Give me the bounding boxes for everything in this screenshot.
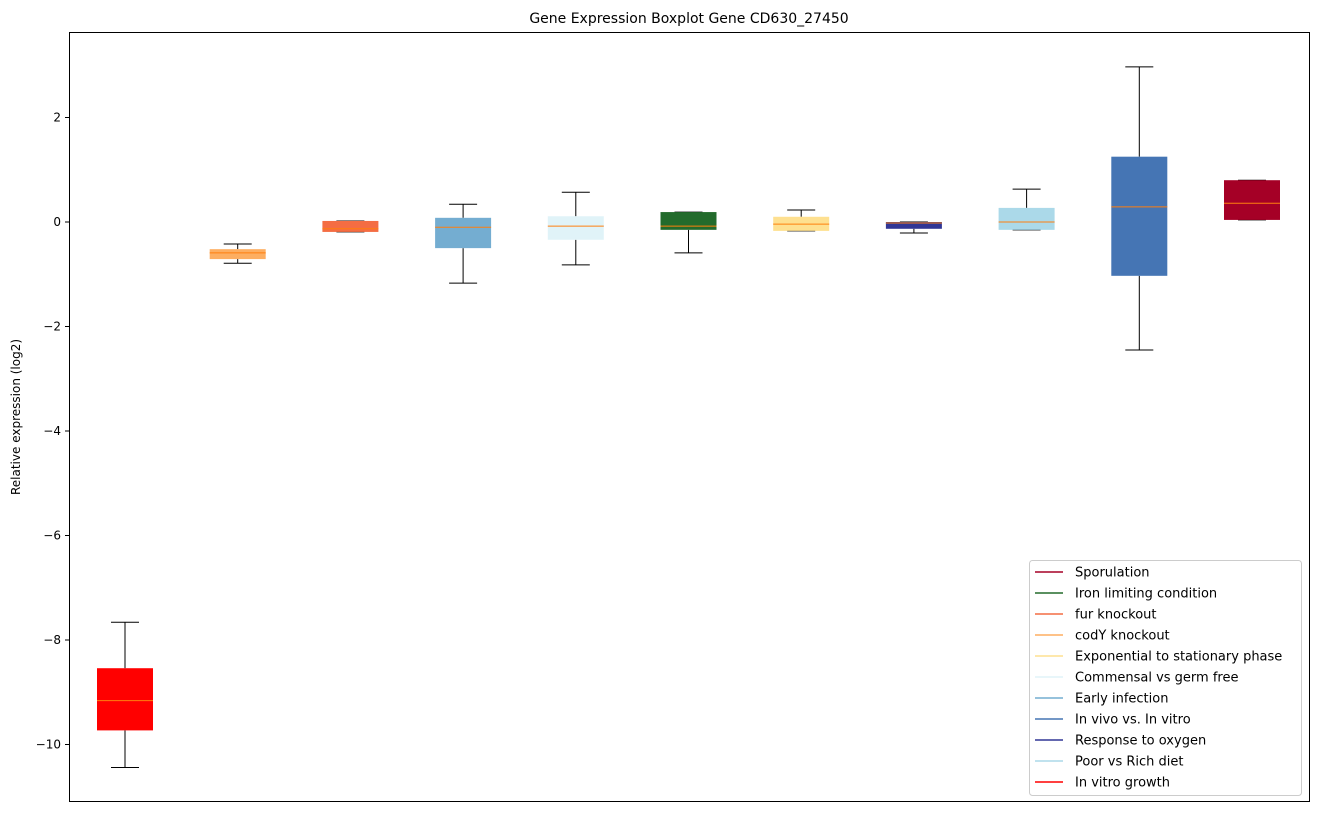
legend-label: Commensal vs germ free xyxy=(1075,671,1238,686)
box-body xyxy=(998,207,1055,230)
y-tick-label: 2 xyxy=(53,111,61,125)
box-sporulation xyxy=(1224,179,1280,221)
box-exponential-to-stationary-phase xyxy=(773,209,830,232)
y-axis-label: Relative expression (log2) xyxy=(9,339,23,495)
legend-label: Early infection xyxy=(1075,692,1168,707)
box-body xyxy=(885,222,942,229)
legend-label: In vivo vs. In vitro xyxy=(1075,713,1191,728)
plot-frame xyxy=(69,32,1310,802)
box-body xyxy=(1111,156,1168,276)
y-tick-label: −10 xyxy=(36,738,61,752)
legend-label: In vitro growth xyxy=(1075,776,1170,791)
box-fur-knockout xyxy=(322,220,379,233)
box-body xyxy=(547,216,604,240)
box-body xyxy=(322,220,379,232)
box-in-vivo-vs-in-vitro xyxy=(1111,66,1168,351)
box-body xyxy=(660,212,717,230)
legend-label: Response to oxygen xyxy=(1075,734,1206,749)
box-body xyxy=(1224,180,1280,220)
legend-label: Sporulation xyxy=(1075,566,1150,581)
legend-label: codY knockout xyxy=(1075,629,1170,644)
legend-label: Exponential to stationary phase xyxy=(1075,650,1282,665)
y-tick-label: −6 xyxy=(43,529,61,543)
box-cody-knockout xyxy=(209,243,266,264)
box-body xyxy=(97,668,153,731)
box-early-infection xyxy=(435,203,492,284)
box-body xyxy=(209,249,266,260)
box-response-to-oxygen xyxy=(885,221,942,234)
y-tick-label: −2 xyxy=(43,320,61,334)
box-body xyxy=(435,217,492,249)
legend-label: Poor vs Rich diet xyxy=(1075,755,1183,770)
box-iron-limiting-condition xyxy=(660,211,717,254)
y-tick-label: 0 xyxy=(53,215,61,229)
legend-label: fur knockout xyxy=(1075,608,1157,623)
y-tick-label: −4 xyxy=(43,424,61,438)
box-in-vitro-growth xyxy=(97,621,153,768)
y-tick-label: −8 xyxy=(43,633,61,647)
legend-label: Iron limiting condition xyxy=(1075,587,1217,602)
box-poor-vs-rich-diet xyxy=(998,188,1055,231)
box-commensal-vs-germ-free xyxy=(547,191,604,266)
chart-title: Gene Expression Boxplot Gene CD630_27450 xyxy=(529,11,848,27)
legend-frame xyxy=(1029,560,1302,796)
